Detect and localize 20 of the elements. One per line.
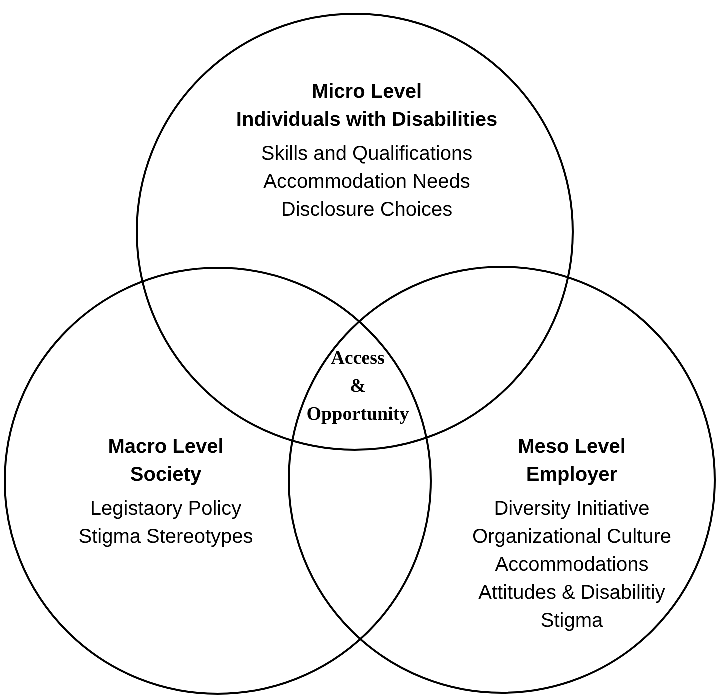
venn-circle [288,266,716,694]
factor-item: Organizational Culture [472,525,672,550]
circle-heading: Employer [526,463,618,488]
factor-item: Accommodations [495,553,649,578]
circle-heading: Meso Level [518,435,626,460]
overlap-label: Access [331,347,385,371]
factor-item: Diversity Initiative [494,497,650,522]
venn-circle [4,267,432,695]
overlap-label: Opportunity [306,403,410,427]
factor-item: Stigma Stereotypes [78,525,254,550]
factor-item: Disclosure Choices [281,198,453,223]
factor-item: Accommodation Needs [264,170,470,195]
circle-heading: Society [130,463,202,488]
overlap-label: & [350,375,366,399]
factor-item: Legistaory Policy [90,497,242,522]
factor-item: Skills and Qualifications [261,142,473,167]
circle-heading: Micro Level [312,80,422,105]
factor-item: Attitudes & Disabilitiy Stigma [478,581,666,634]
circle-heading: Macro Level [108,435,224,460]
circle-heading: Individuals with Disabilities [236,108,498,133]
